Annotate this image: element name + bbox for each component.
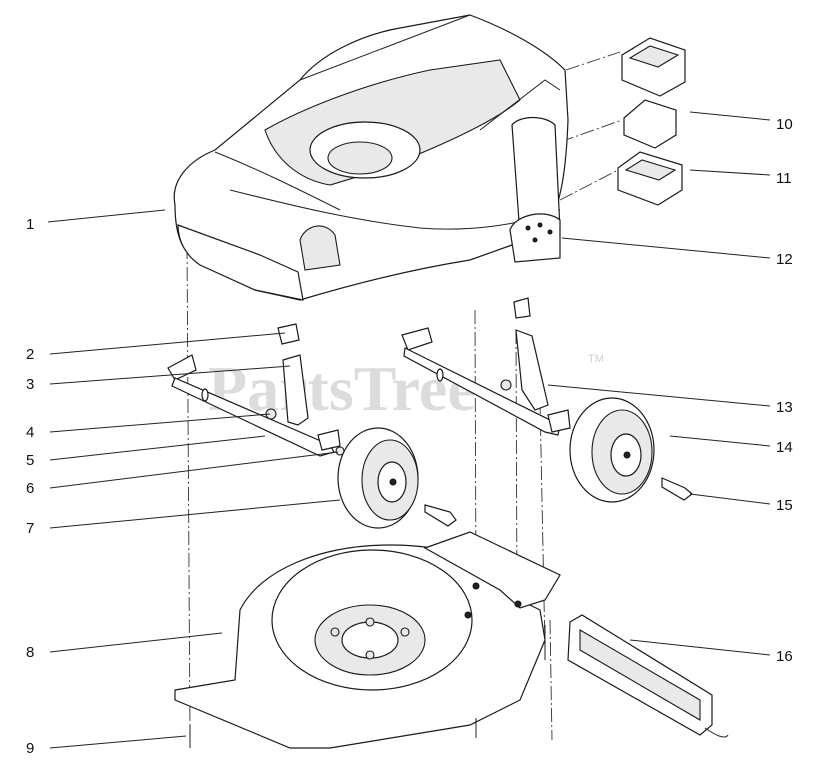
height-plate bbox=[509, 213, 561, 263]
callout-1: 1 bbox=[26, 216, 34, 233]
left-axle-assembly bbox=[167, 323, 345, 457]
callout-13: 13 bbox=[776, 399, 793, 416]
callout-5: 5 bbox=[26, 452, 34, 469]
callout-14: 14 bbox=[776, 439, 793, 456]
callout-11: 11 bbox=[776, 170, 792, 187]
callout-16: 16 bbox=[776, 648, 793, 665]
callout-15: 15 bbox=[776, 497, 793, 514]
left-wheel bbox=[337, 427, 457, 529]
callout-labels: 1 2 3 4 5 6 7 8 9 10 11 12 13 14 15 16 bbox=[26, 116, 793, 757]
housing-shroud bbox=[173, 14, 569, 301]
callout-4: 4 bbox=[26, 424, 34, 441]
callout-3: 3 bbox=[26, 376, 34, 393]
callout-12: 12 bbox=[776, 251, 793, 268]
callout-2: 2 bbox=[26, 346, 34, 363]
rear-rail bbox=[567, 614, 729, 738]
mower-deck bbox=[174, 531, 561, 749]
right-wheel bbox=[569, 397, 693, 503]
callout-6: 6 bbox=[26, 480, 34, 497]
callout-7: 7 bbox=[26, 520, 34, 537]
leader-lines bbox=[47, 111, 771, 749]
callout-9: 9 bbox=[26, 740, 34, 757]
callout-8: 8 bbox=[26, 644, 34, 661]
switch-assembly bbox=[617, 37, 686, 206]
callout-10: 10 bbox=[776, 116, 793, 133]
watermark-trademark: TM bbox=[588, 353, 604, 365]
right-axle-assembly bbox=[401, 297, 571, 436]
